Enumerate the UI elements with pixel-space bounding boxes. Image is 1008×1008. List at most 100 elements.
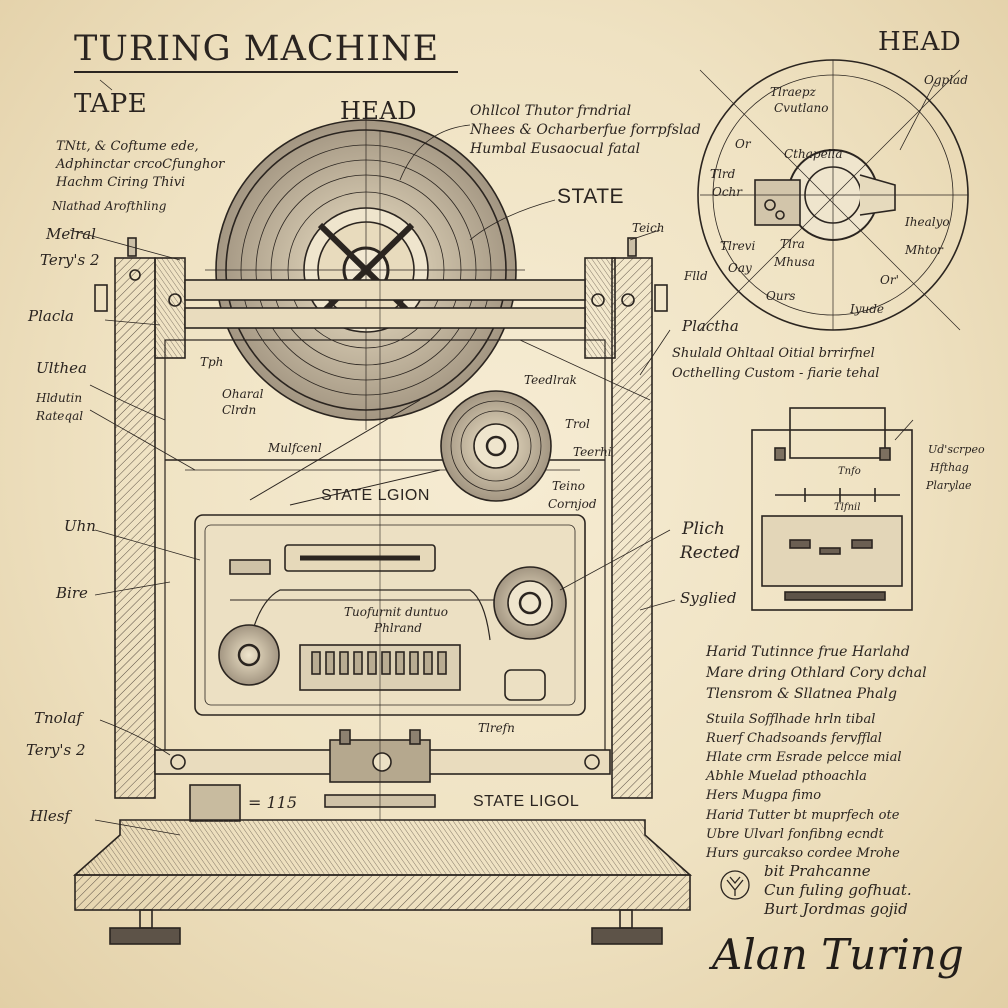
machine-label: Tlrefn — [478, 721, 515, 735]
note-line: Burt Jordmas gojid — [764, 900, 908, 918]
head-diagram-label: Tlraepz — [770, 85, 816, 99]
left-top-note: TNtt, & Coftume ede, Adphinctar crcoCfun… — [56, 138, 224, 192]
head-diagram-label: Or — [735, 137, 751, 151]
note-block-3: Harid Tutter bt muprfech ote Ubre Ulvarl… — [706, 806, 900, 863]
state-box-label: Hfthag — [930, 461, 969, 474]
left-label: Placla — [28, 307, 74, 325]
state-box-label: Tnfo — [838, 466, 861, 477]
left-label: Uhn — [64, 517, 96, 535]
tape-reel-large — [205, 110, 525, 430]
machine-label: Teedlrak — [524, 373, 577, 387]
machine-label: Tuofurnit duntuo — [344, 605, 448, 619]
note-line: Tlensrom & Sllatnea Phalg — [706, 686, 897, 702]
note-block-4: bit Prahcanne Cun fuling gofhuat. Burt J… — [764, 862, 912, 919]
head-diagram-label: Ours — [766, 289, 796, 303]
note-block-2: Stuila Sofflhade hrln tibal Ruerf Chadso… — [706, 710, 901, 805]
left-label: Rateqal — [36, 409, 84, 423]
left-label: Hlesf — [30, 807, 71, 825]
top-note: Ohllcol Thutor frndrial Nhees & Ocharber… — [470, 102, 701, 159]
machine-base — [72, 819, 693, 876]
left-label: Tnolaf — [34, 709, 82, 727]
machine-label: Teino — [552, 479, 585, 493]
left-label: Melral — [46, 225, 96, 243]
dial-number-label: = 115 — [248, 793, 298, 812]
machine-label: Teerhi — [573, 445, 612, 459]
emblem-icon — [720, 870, 750, 900]
left-label: Tery's 2 — [26, 741, 86, 759]
note-line: Hers Mugpa fimo — [706, 788, 822, 803]
right-label: Plactha — [682, 317, 739, 335]
note-line: Harid Tutter bt muprfech ote — [706, 808, 900, 823]
note-line: Hurs gurcakso cordee Mrohe — [706, 846, 900, 861]
left-note-line: Hachm Ciring Thivi — [56, 175, 186, 190]
head-diagram-label: Mhtor — [905, 243, 943, 257]
state-box-label: Tlfnil — [834, 502, 861, 513]
head-diagram-label: Ogplad — [924, 73, 968, 87]
note-line: Stuila Sofflhade hrln tibal — [706, 712, 876, 727]
left-label: Nlathad Arofthling — [52, 199, 167, 213]
right-label: Syglied — [680, 589, 737, 607]
head-diagram-label: Ochr — [712, 185, 743, 199]
machine-label: Mulfcenl — [268, 441, 322, 455]
note-line: Abhle Muelad pthoachla — [706, 769, 867, 784]
machine-label: Oharal — [222, 387, 264, 401]
note-line: Hlate crm Esrade pelcce mial — [706, 750, 902, 765]
head-diagram-label: Flld — [684, 269, 708, 283]
top-note-line: Nhees & Ocharberfue forrpfslad — [470, 122, 701, 138]
head-diagram-label: Cvutlano — [774, 101, 829, 115]
machine-label: Teich — [632, 221, 665, 235]
right-note-line: Shulald Ohltaal Oitial brrirfnel — [672, 346, 875, 361]
head-diagram-label: Tlra — [780, 237, 805, 251]
right-note-line: Octhelling Custom - fiarie tehal — [672, 366, 880, 381]
left-label: Tery's 2 — [40, 251, 100, 269]
left-label: Ulthea — [36, 359, 87, 377]
right-label: Plich — [682, 519, 725, 539]
head-label: HEAD — [340, 97, 418, 125]
tape-reel-small — [440, 390, 552, 502]
state-lgion-label: STATE LGION — [321, 487, 430, 504]
top-note-line: Humbal Eusaocual fatal — [470, 141, 641, 157]
head-diagram-label: Oay — [728, 261, 752, 275]
machine-label: Cornjod — [548, 497, 597, 511]
left-label: Hldutin — [36, 391, 83, 405]
right-mid-note: Shulald Ohltaal Oitial brrirfnel Octhell… — [672, 344, 879, 384]
note-line: Ruerf Chadsoands fervfflal — [706, 731, 882, 746]
head-diagram-label: Tlrevi — [720, 239, 756, 253]
top-note-line: Ohllcol Thutor frndrial — [470, 103, 632, 119]
note-block-1: Harid Tutinnce frue Harlahd Mare dring O… — [706, 642, 927, 705]
machine-label: Phlrand — [374, 621, 422, 635]
tape-label: TAPE — [74, 89, 148, 119]
frame-post-right — [611, 257, 653, 799]
head-corner-label: HEAD — [878, 27, 962, 57]
drum-left — [218, 624, 280, 686]
head-diagram-label: Tlrd — [710, 167, 736, 181]
note-line: Cun fuling gofhuat. — [764, 881, 912, 899]
note-line: Mare dring Othlard Cory dchal — [706, 665, 927, 681]
left-note-line: Adphinctar crcoCfunghor — [56, 157, 225, 172]
note-line: Ubre Ulvarl fonfibng ecndt — [706, 827, 884, 842]
head-diagram-label: Iyude — [850, 302, 885, 316]
state-box-diagram — [751, 407, 913, 611]
head-diagram-label: Ihealyo — [905, 215, 950, 229]
machine-label: Tph — [200, 355, 224, 369]
head-diagram-label: Or' — [880, 273, 899, 287]
signature: Alan Turing — [712, 930, 964, 979]
left-label: Bire — [56, 584, 88, 602]
frame-post-left — [114, 257, 156, 799]
head-diagram — [697, 59, 969, 331]
machine-label: Clrdn — [222, 403, 257, 417]
top-crossbar — [184, 279, 586, 301]
document-title: TURING MACHINE — [74, 29, 440, 69]
state-ligol-label: STATE LIGOL — [473, 793, 580, 810]
left-note-line: TNtt, & Coftume ede, — [56, 139, 199, 154]
state-label: STATE — [557, 185, 625, 208]
right-label: Rected — [680, 543, 741, 563]
note-line: Harid Tutinnce frue Harlahd — [706, 644, 910, 660]
head-diagram-label: Cthapella — [784, 147, 843, 161]
note-line: bit Prahcanne — [764, 862, 871, 880]
state-box-label: Ud'scrpeo — [928, 443, 985, 456]
machine-label: Trol — [565, 417, 590, 431]
state-box-label: Plarylae — [926, 479, 972, 492]
